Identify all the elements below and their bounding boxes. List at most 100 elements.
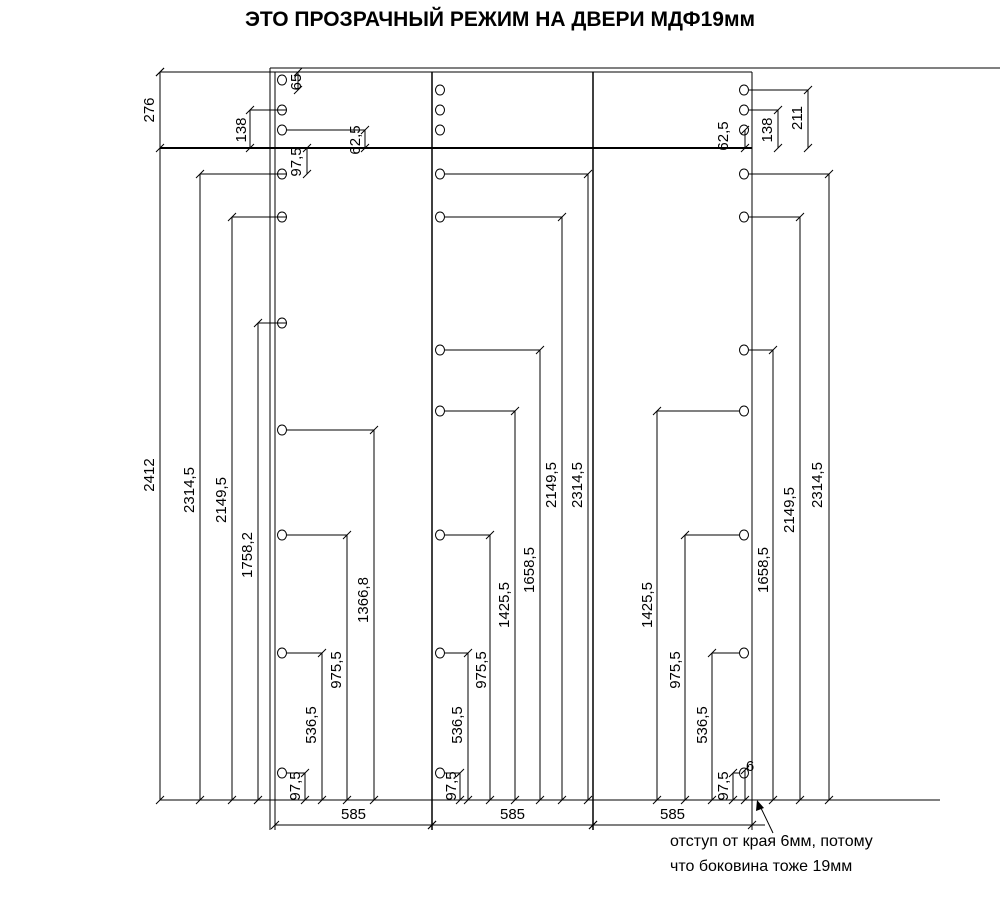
hinge-hole (277, 424, 287, 436)
dimension-tick (707, 795, 717, 805)
dimension-tick (427, 820, 437, 830)
dimension-tick (795, 795, 805, 805)
hinge-hole (277, 647, 287, 659)
dimension-label-left: 138 (233, 117, 250, 142)
dimension-label-middle: 975,5 (473, 651, 490, 689)
dimension-tick (293, 85, 303, 95)
dimension-label-left: 97,5 (287, 771, 304, 800)
dimension-label-right: 6 (746, 758, 754, 775)
dimension-tick (342, 795, 352, 805)
dimension-label-left: 1758,2 (239, 532, 256, 578)
dimension-tick (270, 820, 280, 830)
arrow-head-icon (756, 800, 764, 811)
dimension-label-middle: 1425,5 (496, 582, 513, 628)
dimension-label-left: 97,5 (288, 147, 305, 176)
hinge-hole (435, 647, 445, 659)
dimension-tick (824, 795, 834, 805)
dimension-label-right: 62,5 (715, 121, 732, 150)
dimension-tick (680, 795, 690, 805)
dimension-label-left: 1366,8 (355, 577, 372, 623)
hinge-hole (739, 344, 749, 356)
hinge-hole (739, 767, 749, 779)
drawing-title: ЭТО ПРОЗРАЧНЫЙ РЕЖИМ НА ДВЕРИ МДФ19мм (244, 8, 756, 31)
note-arrow (759, 805, 774, 834)
hinge-hole (739, 647, 749, 659)
dimension-tick (227, 795, 237, 805)
dimension-tick (740, 143, 750, 153)
dimension-tick (455, 795, 465, 805)
hinge-hole (739, 405, 749, 417)
dimension-tick (588, 820, 598, 830)
dimension-label-left: 2412 (141, 458, 158, 491)
hinge-hole (435, 104, 445, 116)
hinge-hole (435, 84, 445, 96)
hinge-hole (435, 168, 445, 180)
hinge-hole (739, 168, 749, 180)
dimension-label-left: 536,5 (303, 706, 320, 744)
dimension-tick (728, 795, 738, 805)
dimension-tick (245, 143, 255, 153)
hinge-hole (739, 211, 749, 223)
hinge-hole (435, 344, 445, 356)
dimension-tick (195, 795, 205, 805)
dimension-tick (740, 765, 750, 775)
hinge-hole (435, 405, 445, 417)
dimension-label-right: 1658,5 (755, 547, 772, 593)
dimension-tick (768, 795, 778, 805)
width-label: 585 (500, 806, 525, 823)
hinge-hole (277, 74, 287, 86)
dimension-label-middle: 536,5 (449, 706, 466, 744)
dimension-label-left: 62,5 (347, 125, 364, 154)
dimension-label-middle: 2314,5 (569, 462, 586, 508)
hinge-hole (277, 529, 287, 541)
dimension-tick (485, 795, 495, 805)
hinge-hole (435, 211, 445, 223)
dimension-tick (155, 795, 165, 805)
dimension-label-left: 2149,5 (213, 477, 230, 523)
dimension-label-left: 276 (141, 97, 158, 122)
width-label: 585 (341, 806, 366, 823)
dimension-label-middle: 97,5 (443, 771, 460, 800)
dimension-tick (773, 143, 783, 153)
dimension-tick (652, 795, 662, 805)
dimension-label-right: 211 (789, 106, 806, 130)
hinge-hole (277, 124, 287, 136)
dimension-label-right: 1425,5 (639, 582, 656, 628)
dimension-tick (302, 169, 312, 179)
dimension-label-middle: 2149,5 (543, 462, 560, 508)
note-line-1: отступ от края 6мм, потому (670, 833, 873, 850)
dimension-label-right: 975,5 (667, 651, 684, 689)
dimension-label-right: 97,5 (715, 771, 732, 800)
dimension-tick (155, 67, 165, 77)
dimension-tick (360, 143, 370, 153)
hinge-hole (435, 529, 445, 541)
dimension-label-left: 65 (288, 74, 305, 91)
hinge-hole (277, 767, 287, 779)
dimension-tick (740, 795, 750, 805)
note-line-2: что боковина тоже 19мм (670, 858, 853, 875)
dimension-label-left: 2314,5 (181, 467, 198, 513)
dimension-tick (583, 795, 593, 805)
dimension-label-middle: 1658,5 (521, 547, 538, 593)
hinge-hole (435, 767, 445, 779)
dimension-tick (535, 795, 545, 805)
dimension-tick (510, 795, 520, 805)
hinge-hole (739, 124, 749, 136)
hinge-hole (435, 124, 445, 136)
dimension-label-right: 2149,5 (781, 487, 798, 533)
dimension-tick (463, 795, 473, 805)
dimension-label-right: 2314,5 (809, 462, 826, 508)
hinge-hole (739, 529, 749, 541)
dimension-tick (740, 125, 750, 135)
dimension-tick (253, 795, 263, 805)
dimension-tick (557, 795, 567, 805)
dimension-tick (803, 143, 813, 153)
dimension-tick (300, 795, 310, 805)
hinge-hole (739, 104, 749, 116)
dimension-label-right: 138 (759, 117, 776, 142)
dimension-tick (155, 143, 165, 153)
dimension-tick (317, 795, 327, 805)
hinge-hole (739, 84, 749, 96)
